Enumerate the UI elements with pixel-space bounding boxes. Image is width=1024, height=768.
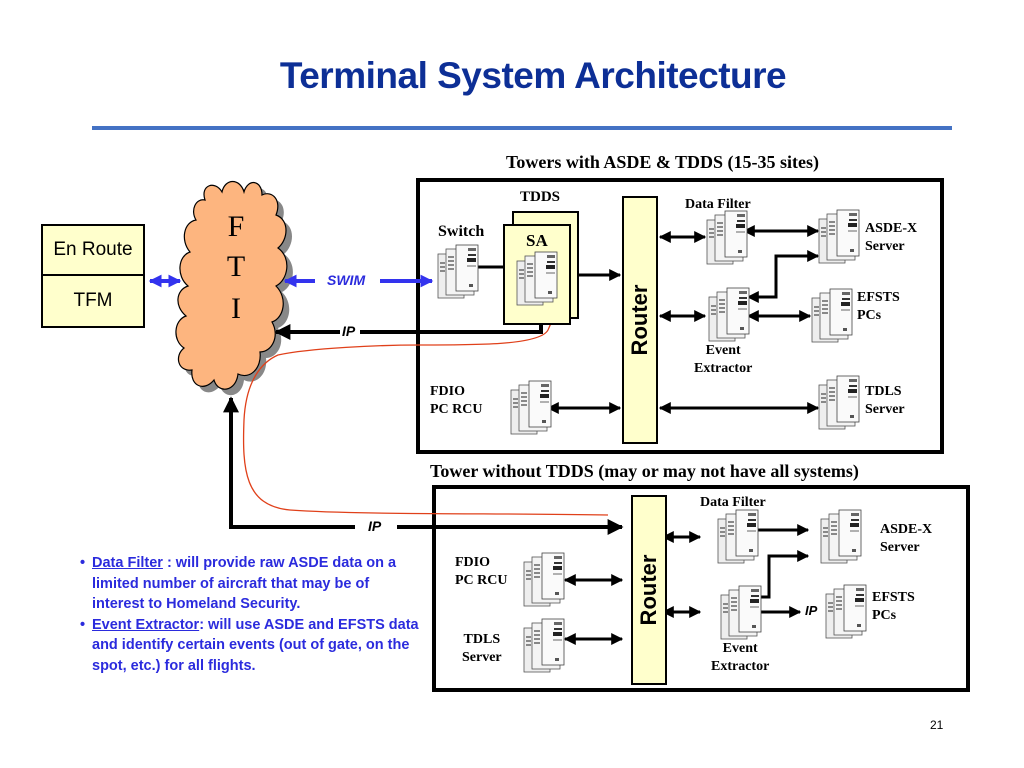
data-filter-label-2: Data Filter xyxy=(700,495,766,510)
fdio-server-icon xyxy=(510,380,558,438)
notes-list: Data Filter : will provide raw ASDE data… xyxy=(80,553,420,676)
sa-label: SA xyxy=(526,231,548,250)
event-extractor-server-icon-2 xyxy=(720,585,768,643)
title-divider xyxy=(92,126,952,130)
fti-letter-i: I xyxy=(231,292,241,325)
router-no-tdds: Router xyxy=(631,495,667,685)
note-event-extractor: Event Extractor: will use ASDE and EFSTS… xyxy=(80,615,420,677)
data-filter-label: Data Filter xyxy=(685,197,751,212)
ip-label-bottom: IP xyxy=(368,518,382,534)
asdex-server-icon-2 xyxy=(820,509,868,567)
efsts-server-icon-2 xyxy=(825,584,873,642)
ip-label-top: IP xyxy=(342,323,356,339)
page-number: 21 xyxy=(930,718,944,732)
efsts-server-icon xyxy=(811,288,859,346)
ip-link-bottom-left xyxy=(223,396,355,529)
red-link xyxy=(242,304,609,516)
switch-server-icon xyxy=(437,244,485,302)
data-filter-server-icon-2 xyxy=(717,509,765,567)
fti-cloud xyxy=(175,180,288,390)
ip-label-efsts: IP xyxy=(805,603,818,618)
event-extractor-server-icon xyxy=(708,287,756,345)
fdio-server-icon-2 xyxy=(523,552,571,610)
note-data-filter: Data Filter : will provide raw ASDE data… xyxy=(80,553,420,615)
switch-label: Switch xyxy=(438,223,485,240)
tdls-server-icon-2 xyxy=(523,618,571,676)
eventextractor-asdex-link xyxy=(746,250,820,303)
tower-tdds-caption: Towers with ASDE & TDDS (15-35 sites) xyxy=(506,152,820,172)
tower-no-tdds-caption: Tower without TDDS (may or may not have … xyxy=(430,461,859,481)
enroute-label: En Route xyxy=(43,226,143,276)
swim-label: SWIM xyxy=(327,272,366,288)
enroute-tfm-box: En Route TFM xyxy=(41,224,145,328)
slide-title: Terminal System Architecture xyxy=(279,55,787,96)
tdds-label: TDDS xyxy=(520,189,561,205)
router-tdds: Router xyxy=(622,196,658,444)
sa-server-icon xyxy=(516,251,564,309)
tfm-label: TFM xyxy=(73,290,113,311)
asdex-server-icon xyxy=(818,209,866,267)
tdls-server-icon xyxy=(818,375,866,433)
data-filter-server-icon xyxy=(706,210,754,268)
fti-letter-f: F xyxy=(227,210,245,243)
fti-letter-t: T xyxy=(226,250,246,283)
tower-no-tdds-frame xyxy=(432,485,970,692)
